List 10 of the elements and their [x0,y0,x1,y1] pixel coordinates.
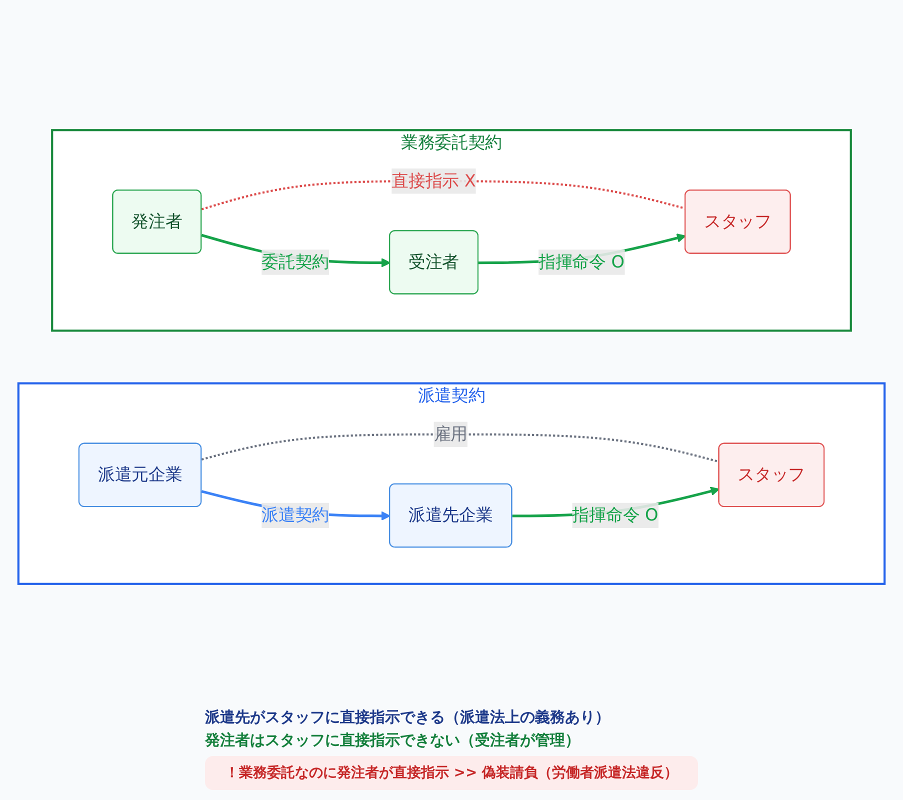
note-text: 発注者はスタッフに直接指示できない（受注者が管理） [204,731,581,750]
edge-label: 指揮命令 O [538,252,625,272]
edge-label: 雇用 [434,424,468,444]
note-text: 派遣先がスタッフに直接指示できる（派遣法上の義務あり） [204,708,611,727]
edge-label: 直接指示 X [392,170,476,191]
edge-label: 指揮命令 O [572,504,658,525]
warning-banner: ！業務委託なのに発注者が直接指示 >> 偽装請負（労働者派遣法違反） [204,756,698,790]
edge-label: 委託契約 [262,252,330,272]
connector [201,433,720,463]
edge-label: 派遣契約 [262,504,330,525]
